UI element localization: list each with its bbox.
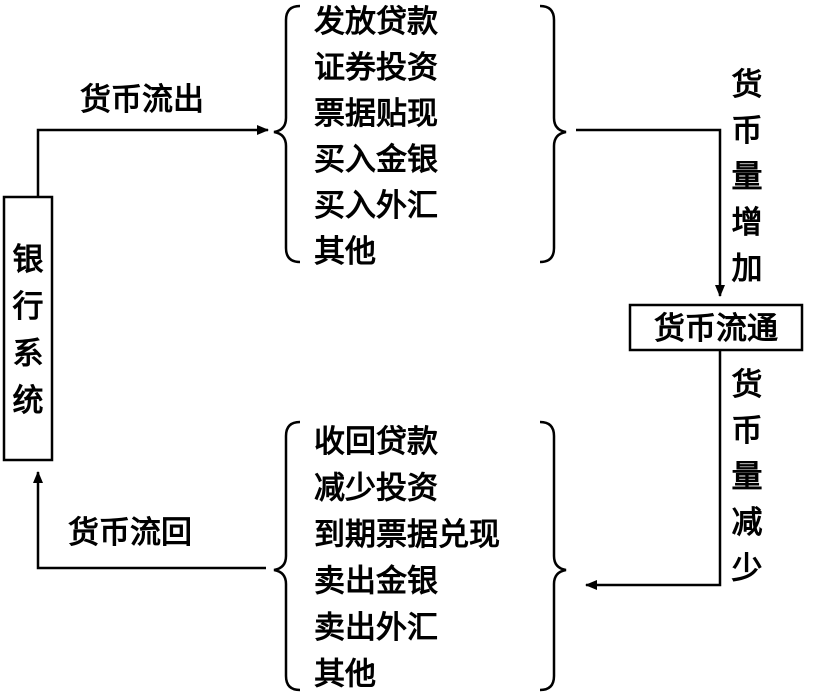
money-back-label: 货币流回 bbox=[68, 515, 192, 551]
upper-left-brace bbox=[273, 4, 301, 264]
money-back-item: 减少投资 bbox=[314, 471, 438, 507]
decrease-label: 货币量减少 bbox=[731, 367, 763, 587]
money-out-item: 发放贷款 bbox=[313, 4, 439, 40]
increase-arrow bbox=[576, 128, 725, 297]
lower-left-brace bbox=[273, 420, 301, 692]
money-back-arrow bbox=[33, 471, 266, 570]
money-back-item: 卖出外汇 bbox=[314, 610, 438, 646]
money-out-arrow bbox=[36, 125, 269, 197]
lower-right-brace bbox=[539, 420, 567, 692]
circulation-box bbox=[628, 303, 804, 352]
money-back-item: 收回贷款 bbox=[314, 424, 439, 460]
money-out-item: 证券投资 bbox=[314, 50, 438, 86]
money-back-item: 其他 bbox=[314, 657, 376, 693]
money-out-item: 买入金银 bbox=[314, 142, 438, 178]
money-back-item: 卖出金银 bbox=[314, 564, 438, 600]
upper-right-brace bbox=[539, 4, 567, 264]
money-out-item: 买入外汇 bbox=[314, 188, 438, 224]
circulation-label: 货币流通 bbox=[654, 311, 778, 347]
money-out-item: 其他 bbox=[314, 234, 376, 270]
money-back-item: 到期票据兑现 bbox=[314, 517, 500, 553]
increase-label: 货币量增加 bbox=[731, 67, 763, 287]
bank-system-box bbox=[2, 195, 54, 462]
bank-system-label: 银行系统 bbox=[12, 242, 44, 419]
money-out-item: 票据贴现 bbox=[314, 96, 438, 132]
money-out-label: 货币流出 bbox=[80, 82, 204, 118]
decrease-arrow bbox=[585, 350, 722, 590]
